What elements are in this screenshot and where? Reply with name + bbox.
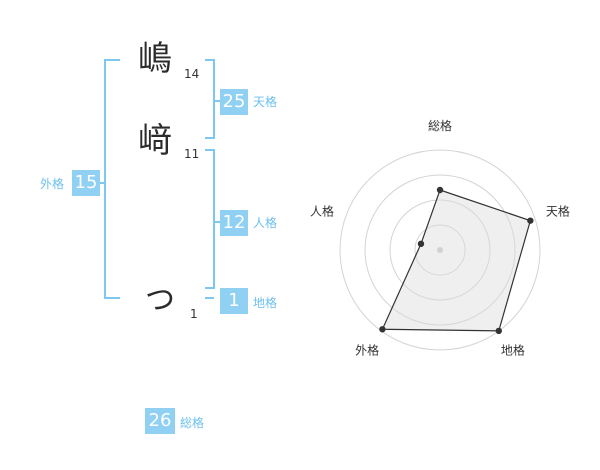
radar-axis-label: 総格	[428, 118, 452, 133]
radar-center	[437, 247, 443, 253]
radar-point	[436, 186, 444, 194]
tenkaku-label: 天格	[253, 95, 278, 109]
radar-axis-label: 地格	[501, 342, 525, 357]
soukaku-value: 26	[145, 408, 175, 434]
name-char-3-strokes: 1	[190, 307, 198, 321]
tenkaku-value: 25	[220, 89, 248, 115]
name-char-1-strokes: 14	[184, 67, 200, 81]
gaikaku-label: 外格	[40, 177, 65, 191]
name-char-3: つ	[145, 283, 175, 318]
radar-point	[417, 240, 425, 248]
radar-axis-label: 天格	[546, 204, 570, 219]
radar-ring	[414, 224, 466, 276]
radar-series-polygon	[381, 189, 532, 332]
chikaku-label: 地格	[253, 296, 278, 310]
gaikaku-bracket	[104, 59, 120, 299]
gaikaku-value: 15	[72, 170, 100, 196]
jinkaku-bracket	[205, 149, 215, 289]
radar-ring	[364, 174, 516, 326]
radar-ring	[339, 149, 541, 351]
tenkaku-bracket	[205, 59, 215, 139]
soukaku-label: 総格	[180, 416, 205, 430]
jinkaku-value: 12	[220, 210, 248, 236]
name-char-1: 嶋	[138, 39, 172, 79]
radar-axis-label: 外格	[355, 342, 379, 357]
radar-axis-label: 人格	[310, 204, 334, 219]
radar-point	[379, 326, 386, 333]
name-char-2-strokes: 11	[184, 147, 200, 161]
name-char-2: 﨑	[138, 121, 172, 161]
radar-point	[495, 327, 502, 335]
jinkaku-label: 人格	[253, 216, 278, 230]
chikaku-value: 1	[220, 288, 248, 314]
radar-ring	[389, 199, 491, 301]
radar-point	[527, 217, 534, 224]
